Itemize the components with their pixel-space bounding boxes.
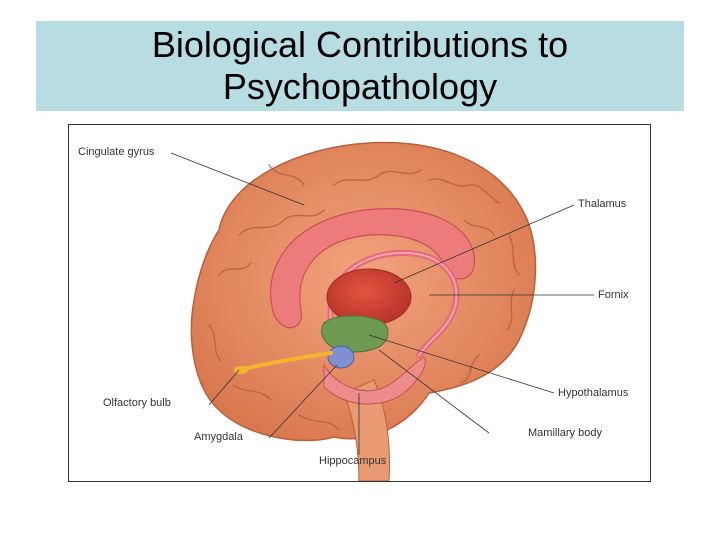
olfactory-bulb-shape (237, 351, 333, 372)
brainstem-shape (343, 379, 390, 481)
slide-title-line-2: Psychopathology (222, 66, 498, 107)
leader-lines (170, 152, 594, 455)
label-amygdala: Amygdala (194, 431, 243, 443)
brain-figure: Cingulate gyrus Thalamus Fornix Hypothal… (68, 124, 651, 482)
label-thalamus: Thalamus (578, 198, 627, 210)
label-mamillary-body: Mamillary body (528, 427, 602, 439)
label-cingulate-gyrus: Cingulate gyrus (78, 146, 155, 158)
label-olfactory-bulb: Olfactory bulb (103, 397, 171, 409)
label-hypothalamus: Hypothalamus (558, 387, 629, 399)
slide-title-line-1: Biological Contributions to (151, 24, 569, 65)
hypothalamus-shape (321, 315, 389, 353)
amygdala-shape (327, 345, 355, 369)
gyri-folds (208, 164, 520, 431)
label-fornix: Fornix (598, 289, 629, 301)
label-hippocampus: Hippocampus (319, 455, 387, 467)
limbic-system-illustration (170, 141, 594, 481)
title-band: Biological Contributions to Psychopathol… (36, 21, 684, 111)
hippocampus-shape (323, 356, 426, 405)
